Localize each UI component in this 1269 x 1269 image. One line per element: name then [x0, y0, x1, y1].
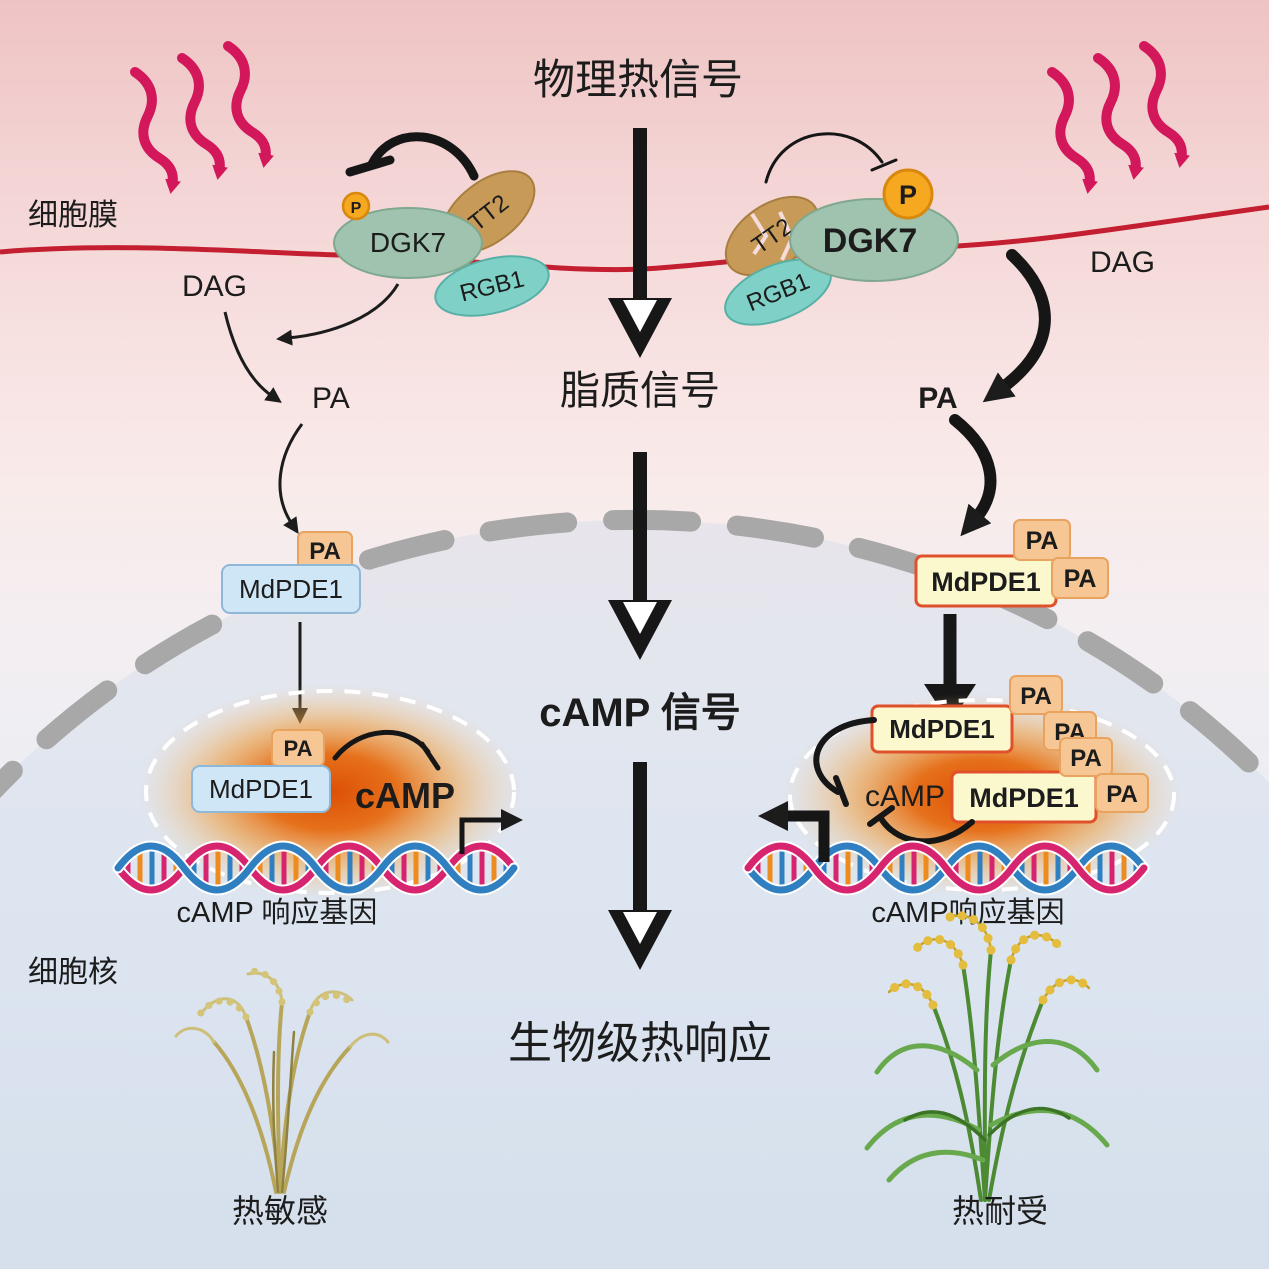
- mdpde1-label-left: MdPDE1: [239, 574, 343, 604]
- pa-tag-glow-left-label: PA: [284, 736, 313, 761]
- heat-wave-icon: [1135, 43, 1186, 162]
- dna-strand-blue-left: [114, 842, 518, 894]
- dna-rungs-blue: [779, 846, 1139, 890]
- mdpde1-box-right-2: [870, 704, 1014, 754]
- gene-label-left: cAMP 响应基因: [177, 896, 378, 929]
- dag-label-left: DAG: [182, 270, 247, 303]
- dgk7-label-left: DGK7: [370, 227, 446, 258]
- dna-rungs-orange: [137, 846, 497, 890]
- pa-to-pde-arrow-right: [949, 414, 997, 537]
- mdpde1-label-right-1: MdPDE1: [931, 567, 1041, 597]
- heat-waves-left: [126, 43, 270, 188]
- label-cell-membrane: 细胞膜: [28, 199, 118, 232]
- dna-rungs-blue: [149, 846, 509, 890]
- svg-text:PA: PA: [1106, 781, 1138, 808]
- phospho-label-right: P: [899, 180, 917, 210]
- pa-tag-left-label: PA: [309, 538, 341, 565]
- inhibition-arrow-tt2-left: [345, 132, 479, 181]
- inhibition-arrow-tt2-right-weak: [764, 132, 898, 184]
- dna-rungs-magenta: [755, 846, 1115, 890]
- pa-label-right: PA: [918, 382, 957, 415]
- dgk7-label-right: DGK7: [823, 222, 917, 260]
- pa-tag-right-1a: [1013, 519, 1071, 561]
- inhibition-arrow-camp-left: [332, 730, 441, 771]
- svg-text:PA: PA: [1020, 683, 1052, 710]
- mdpde1-box-glow-left: [191, 765, 331, 813]
- heat-wave-icon: [1043, 69, 1094, 188]
- camp-label-right: cAMP: [865, 780, 945, 813]
- dna-strand-magenta-right: [744, 842, 1148, 894]
- plant-heat-sensitive: [174, 967, 390, 1194]
- dna-rungs-magenta: [125, 846, 485, 890]
- mdpde1-label-right-2: MdPDE1: [889, 714, 994, 744]
- camp-glow-border-left: [144, 689, 516, 895]
- label-lipid-signal: 脂质信号: [560, 369, 720, 413]
- label-nucleus: 细胞核: [28, 956, 118, 989]
- left-membrane-complex: TT2 RGB1 DGK7 P: [333, 132, 550, 317]
- phenotype-label-sensitive: 热敏感: [232, 1193, 328, 1229]
- svg-text:PA: PA: [1026, 527, 1059, 555]
- pa-label-left: PA: [312, 382, 350, 415]
- label-camp-signal: cAMP 信号: [539, 691, 741, 735]
- rgb1-shape-left: [434, 255, 550, 317]
- heat-wave-icon: [126, 69, 177, 188]
- heat-wave-icon: [219, 43, 270, 162]
- catalysis-arrow-left: [276, 283, 400, 346]
- pa-tag-right-3b: [1095, 773, 1149, 813]
- right-membrane-complex: TT2 RGB1 DGK7 P: [724, 132, 959, 326]
- dgk7-shape-left: [333, 207, 483, 279]
- cell-membrane-line: [0, 204, 1269, 273]
- mdpde1-label-glow-left: MdPDE1: [209, 774, 313, 804]
- dag-to-pa-arrow-right: [982, 249, 1051, 403]
- heat-wave-icon: [173, 55, 224, 174]
- label-bio-response: 生物级热响应: [508, 1019, 772, 1068]
- central-flow-arrows: [608, 128, 672, 970]
- transcription-arrow-left: [459, 809, 523, 854]
- pa-tag-right-2a: [1009, 675, 1063, 715]
- dna-helix-right: [742, 840, 1150, 896]
- plant-heat-tolerant: [864, 911, 1110, 1202]
- phenotype-label-tolerant: 热耐受: [952, 1193, 1048, 1229]
- svg-text:PA: PA: [1070, 745, 1102, 772]
- mdpde1-box-left: [221, 564, 361, 614]
- pa-tag-right-3a: [1059, 737, 1113, 777]
- camp-label-left: cAMP: [355, 775, 455, 816]
- dna-rungs-orange: [767, 846, 1127, 890]
- heat-wave-icon: [1089, 55, 1140, 174]
- dag-label-right: DAG: [1090, 246, 1155, 279]
- inhibition-arrow-camp-right-upper: [813, 717, 877, 807]
- dag-to-pa-arrow-left: [223, 311, 282, 403]
- phospho-label-left: P: [351, 200, 362, 217]
- title-heat-signal: 物理热信号: [533, 56, 743, 103]
- phospho-icon-left: [341, 191, 371, 221]
- transcription-arrow-right-left-pointing: [758, 801, 830, 862]
- svg-text:PA: PA: [1064, 565, 1097, 593]
- phospho-icon-right: [882, 168, 934, 220]
- pa-to-pde-arrow-left: [278, 423, 304, 534]
- inhibition-arrow-camp-right-lower: [867, 805, 975, 845]
- gene-label-right: cAMP响应基因: [871, 896, 1064, 929]
- mdpde1-label-right-3: MdPDE1: [969, 783, 1079, 813]
- pa-tag-right-1b: [1051, 557, 1109, 599]
- dna-helix-left: [112, 840, 520, 896]
- heat-waves-right: [1043, 43, 1186, 188]
- dgk7-shape-right: [789, 198, 959, 282]
